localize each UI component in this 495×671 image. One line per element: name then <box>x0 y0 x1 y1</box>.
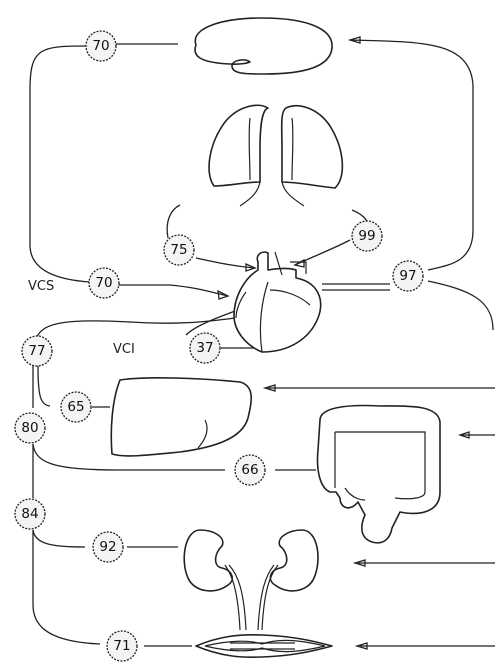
coronary-sinus-value-badge: 37 <box>190 333 220 363</box>
aorta-value-badge: 97 <box>393 261 423 291</box>
ivc-lower-value-badge: 84 <box>15 499 45 529</box>
pulmonary-vein-value-badge: 99 <box>352 221 382 251</box>
pulmonary-artery-value-badge: 75 <box>164 235 194 265</box>
ivc-upper-value-badge: 77 <box>22 336 52 366</box>
svg-text:70: 70 <box>92 38 109 54</box>
svg-text:84: 84 <box>21 506 38 522</box>
svg-text:77: 77 <box>28 343 45 359</box>
vcs-label: VCS <box>28 279 54 294</box>
svg-text:97: 97 <box>399 268 416 284</box>
svg-text:71: 71 <box>113 638 130 654</box>
brain-icon <box>195 18 332 74</box>
svg-text:75: 75 <box>170 242 187 258</box>
kidneys-icon <box>184 530 318 630</box>
liver-value-badge: 65 <box>61 392 91 422</box>
svg-text:66: 66 <box>241 462 258 478</box>
muscle-icon <box>196 635 332 657</box>
svg-text:65: 65 <box>67 399 84 415</box>
kidney-value-badge: 92 <box>93 532 123 562</box>
brain-value-badge: 70 <box>86 31 116 61</box>
vci-label: VCI <box>113 342 135 357</box>
svg-text:70: 70 <box>95 275 112 291</box>
svg-text:99: 99 <box>358 228 375 244</box>
gut-value-badge: 66 <box>235 455 265 485</box>
ivc-mid-value-badge: 80 <box>15 413 45 443</box>
lungs-icon <box>209 105 342 206</box>
svg-text:80: 80 <box>21 420 38 436</box>
svg-text:92: 92 <box>99 539 116 555</box>
svc-value-badge: 70 <box>89 268 119 298</box>
svg-text:37: 37 <box>196 340 213 356</box>
muscle-value-badge: 71 <box>107 631 137 661</box>
liver-icon <box>111 378 251 456</box>
intestine-icon <box>318 406 441 543</box>
